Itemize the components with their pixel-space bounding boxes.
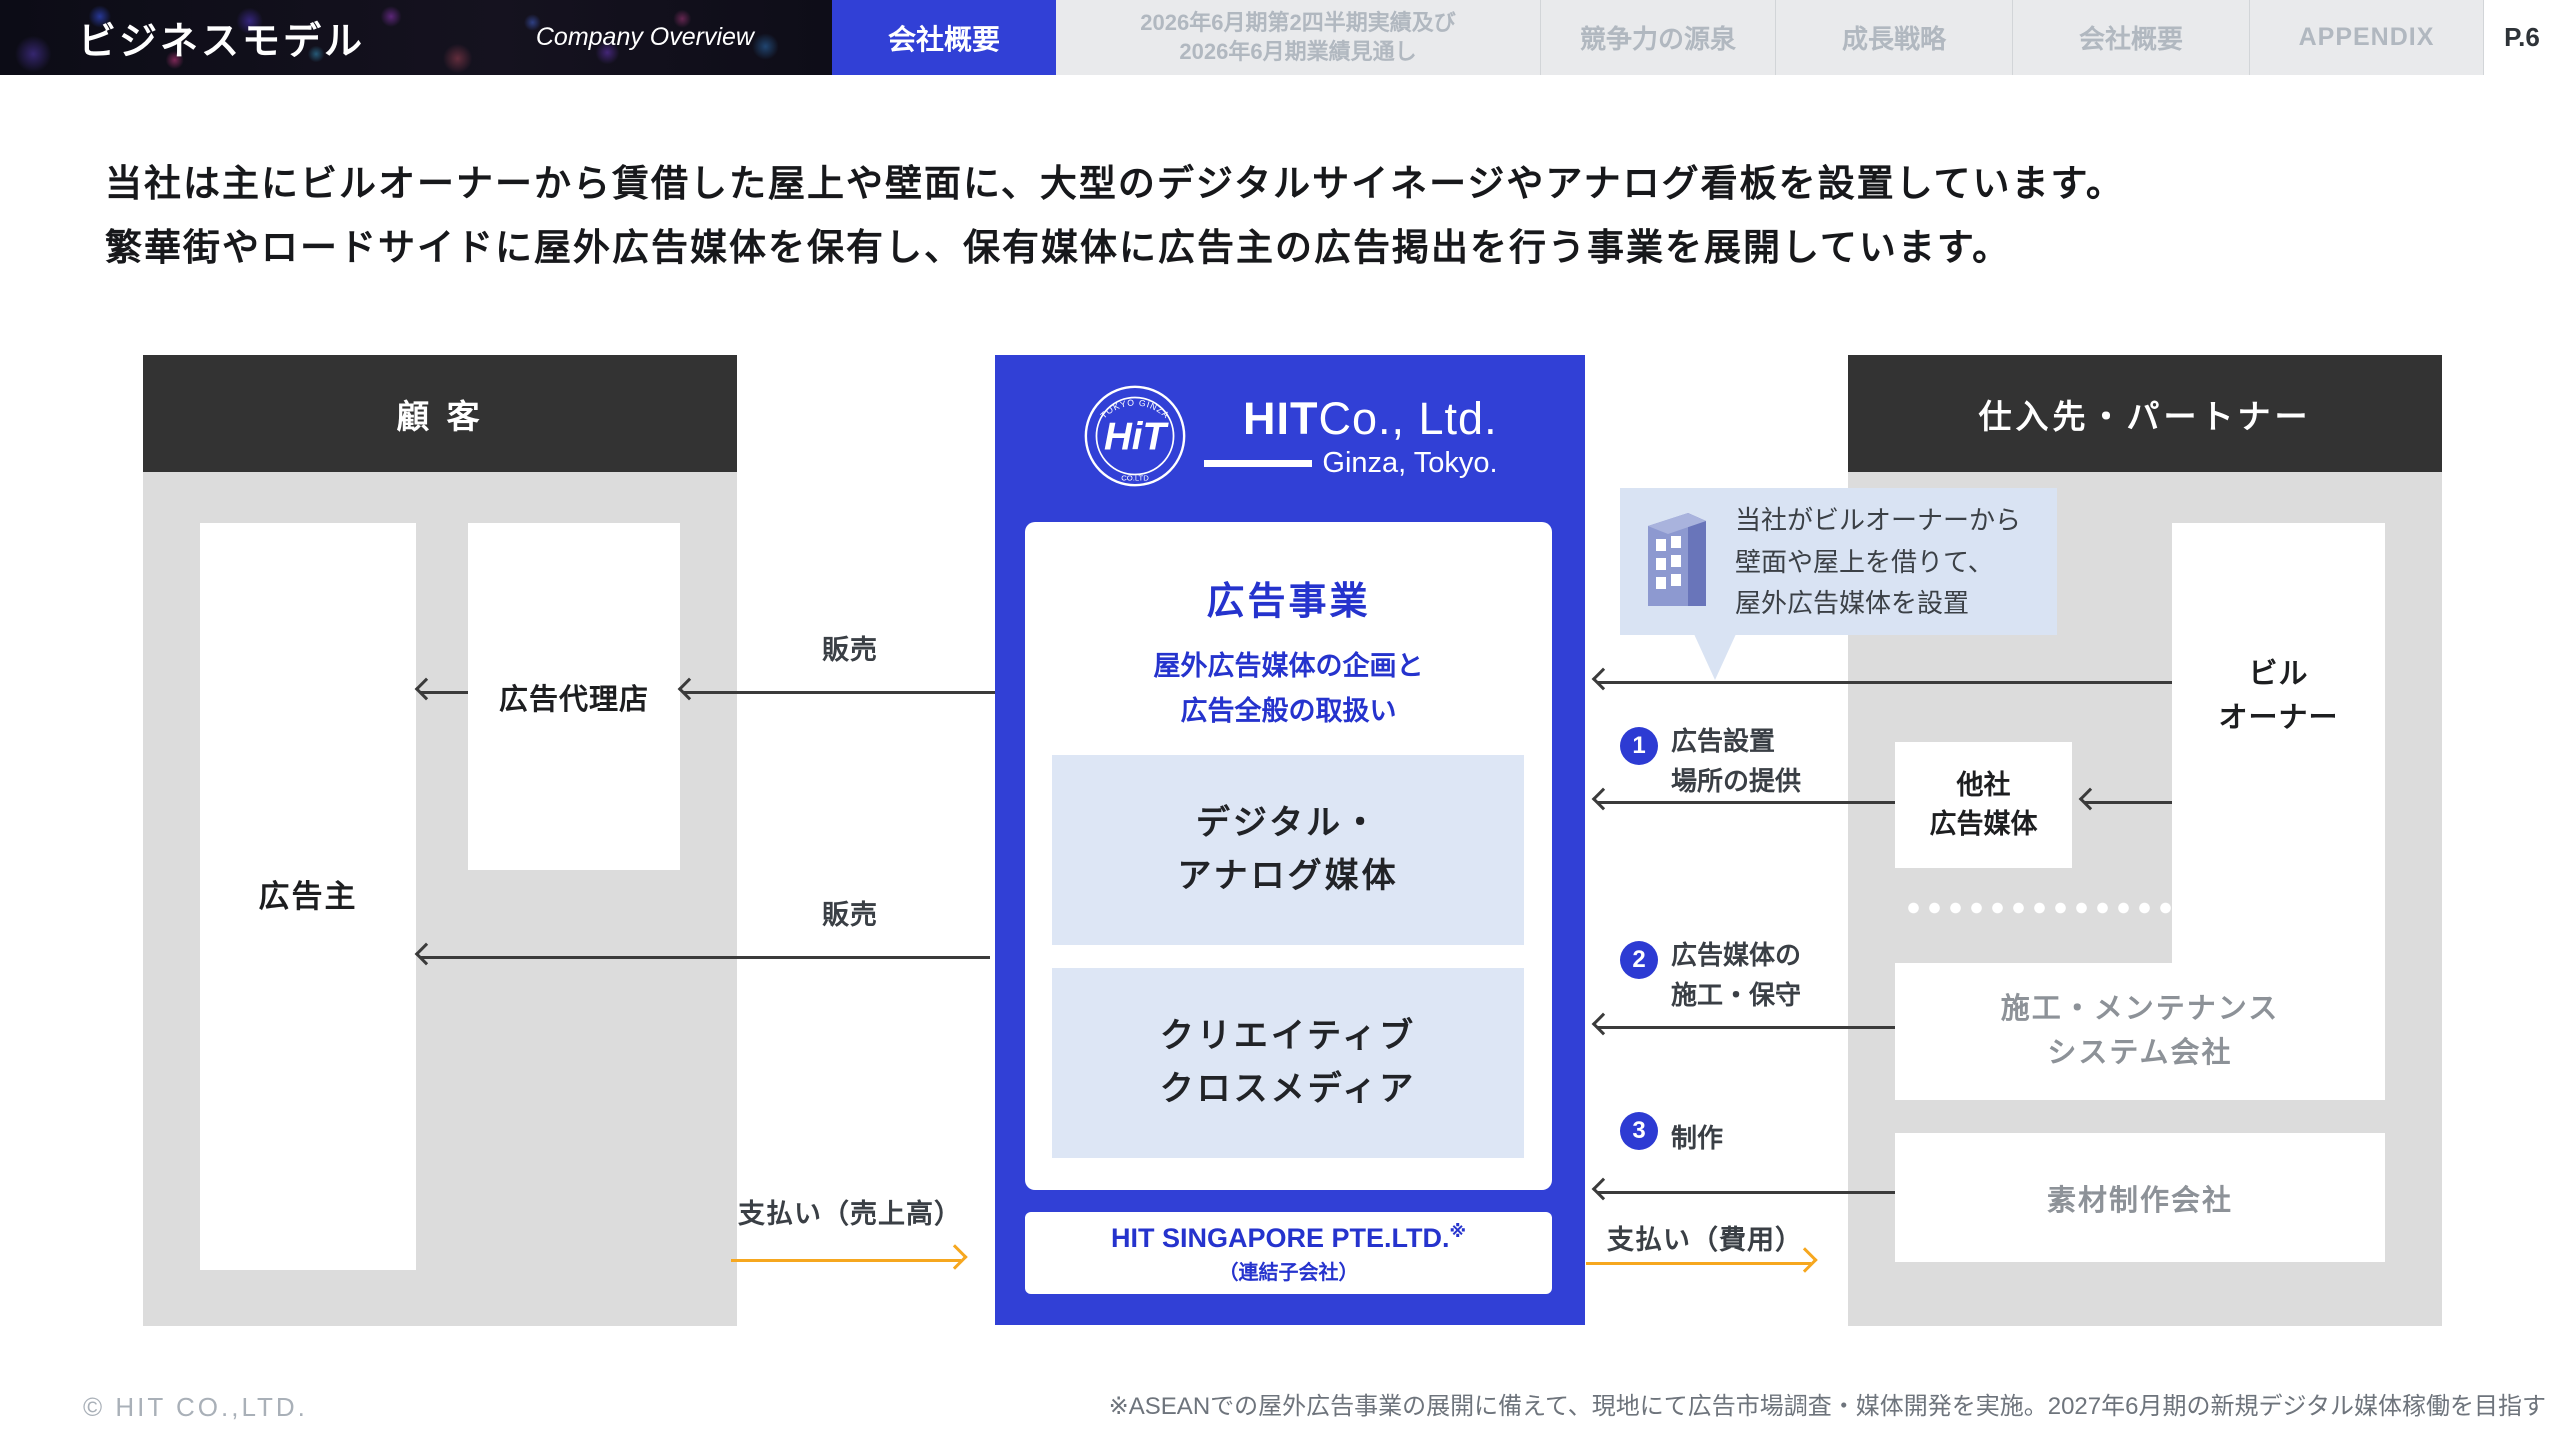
step-2-badge: 2	[1620, 941, 1658, 979]
arrow-othermedia-to-hit	[1591, 787, 1895, 811]
arrow-hit-to-advertiser	[414, 942, 990, 966]
other-media-box: 他社 広告媒体	[1895, 742, 2072, 868]
tab-fy2026-results[interactable]: 2026年6月期第2四半期実績及び 2026年6月期業績見通し	[1056, 0, 1541, 75]
intro-heading: 当社は主にビルオーナーから賃借した屋上や壁面に、大型のデジタルサイネージやアナロ…	[105, 152, 2125, 279]
payment-right-label: 支払い（費用）	[1607, 1225, 1803, 1255]
sales-upper-label: 販売	[822, 635, 878, 665]
advertiser-label: 広告主	[258, 879, 358, 914]
materials-production-box: 素材制作会社	[1895, 1133, 2385, 1262]
media-box1-line2: アナログ媒体	[1177, 857, 1399, 895]
ad-business-desc-line2: 広告全般の取扱い	[1180, 695, 1397, 726]
singapore-footnote-mark: ※	[1449, 1221, 1467, 1241]
step-2-label: 広告媒体の 施工・保守	[1671, 940, 1802, 1011]
tab-company-overview-active[interactable]: 会社概要	[832, 0, 1056, 75]
arrow-payment-to-hit	[731, 1244, 968, 1270]
advertiser-box: 広告主	[200, 523, 416, 1270]
tab-label-line2: 2026年6月期業績見通し	[1179, 38, 1417, 64]
logo-dash	[1204, 460, 1313, 468]
logo-city: Ginza, Tokyo.	[1322, 446, 1498, 479]
arrow-materials-to-hit	[1591, 1177, 1895, 1201]
ad-business-title: 広告事業	[1206, 581, 1371, 623]
hit-singapore-box: HIT SINGAPORE PTE.LTD.※ （連結子会社）	[1025, 1212, 1552, 1294]
callout-line1: 当社がビルオーナーから	[1735, 505, 2022, 535]
callout-line2: 壁面や屋上を借りて、	[1735, 546, 1994, 577]
media-box2-line2: クロスメディア	[1159, 1070, 1417, 1108]
singapore-note: （連結子会社）	[1218, 1261, 1359, 1284]
tab-company-profile[interactable]: 会社概要	[2013, 0, 2250, 75]
intro-line-1: 当社は主にビルオーナーから賃借した屋上や壁面に、大型のデジタルサイネージやアナロ…	[105, 163, 2125, 204]
copyright: © HIT CO.,LTD.	[83, 1392, 308, 1422]
step-1-badge: 1	[1620, 727, 1658, 765]
tab-appendix[interactable]: APPENDIX	[2250, 0, 2484, 75]
footnote: ※ASEANでの屋外広告事業の展開に備えて、現地にて広告市場調査・媒体開発を実施…	[1108, 1393, 2546, 1420]
building-owner-line2: オーナー	[2218, 701, 2339, 734]
ad-agency-box: 広告代理店	[468, 523, 680, 870]
construction-maintenance-box: 施工・メンテナンス システム会社	[1895, 963, 2385, 1100]
materials-label: 素材制作会社	[2046, 1184, 2233, 1217]
tab-label: 会社概要	[2078, 24, 2183, 54]
top-bar: ビジネスモデル Company Overview 会社概要 2026年6月期第2…	[0, 0, 2560, 75]
arrow-construction-to-hit	[1591, 1012, 1895, 1036]
hit-logo: TOKYO GINZA HiT CO.LTD HITCo., Ltd. Ginz…	[995, 383, 1585, 489]
page-subtitle: Company Overview	[535, 23, 754, 51]
singapore-name: HIT SINGAPORE PTE.LTD.	[1110, 1222, 1450, 1253]
callout-tail	[1694, 634, 1736, 680]
brand-area: ビジネスモデル Company Overview	[0, 0, 832, 75]
callout-text: 当社がビルオーナーから 壁面や屋上を借りて、 屋外広告媒体を設置	[1735, 500, 2021, 625]
step-3-label: 制作	[1671, 1123, 1724, 1153]
construction-line2: システム会社	[2047, 1036, 2233, 1069]
arrow-owner-to-othermedia	[2078, 787, 2172, 811]
payment-left-label: 支払い（売上高）	[738, 1199, 962, 1229]
arrow-agency-to-advertiser	[414, 677, 468, 701]
digital-analog-media-box: デジタル・ アナログ媒体	[1052, 755, 1524, 945]
arrow-payment-to-partners	[1586, 1247, 1818, 1273]
other-media-line2: 広告媒体	[1929, 809, 2038, 839]
tab-label-line1: 2026年6月期第2四半期実績及び	[1140, 9, 1456, 35]
logo-name-rest: Co., Ltd.	[1318, 392, 1498, 444]
tab-label: 成長戦略	[1841, 24, 1946, 54]
tab-label: 競争力の源泉	[1579, 24, 1736, 54]
tab-growth-strategy[interactable]: 成長戦略	[1776, 0, 2013, 75]
emblem-bottom-text: CO.LTD	[1122, 473, 1150, 482]
ad-business-desc: 屋外広告媒体の企画と 広告全般の取扱い	[1025, 644, 1552, 733]
other-media-line1: 他社	[1956, 769, 2011, 800]
tab-label: 会社概要	[887, 23, 1000, 55]
dotted-divider	[1903, 902, 2371, 914]
hit-logo-text: HITCo., Ltd. Ginza, Tokyo.	[1204, 392, 1498, 480]
partners-panel-header: 仕入先・パートナー	[1848, 355, 2442, 472]
creative-crossmedia-box: クリエイティブ クロスメディア	[1052, 968, 1524, 1158]
ad-agency-label: 広告代理店	[498, 683, 649, 716]
media-box1-line1: デジタル・	[1195, 804, 1381, 843]
callout-line3: 屋外広告媒体を設置	[1735, 588, 1970, 619]
arrow-owner-to-hit	[1591, 667, 2172, 691]
arrow-hit-to-agency	[677, 677, 995, 701]
media-box2-line1: クリエイティブ	[1159, 1017, 1417, 1056]
tab-label: APPENDIX	[2298, 23, 2435, 51]
step-1-label: 広告設置 場所の提供	[1671, 726, 1802, 797]
building-owner-line1: ビル	[2248, 658, 2309, 690]
hit-logo-emblem-icon: TOKYO GINZA HiT CO.LTD	[1085, 385, 1186, 487]
step-3-badge: 3	[1620, 1112, 1658, 1150]
page-number: P.6	[2484, 0, 2560, 75]
building-icon	[1648, 513, 1706, 606]
construction-line1: 施工・メンテナンス	[2000, 993, 2280, 1025]
tab-competitiveness[interactable]: 競争力の源泉	[1541, 0, 1776, 75]
page-title: ビジネスモデル	[78, 21, 366, 63]
logo-name-bold: HIT	[1242, 392, 1319, 444]
intro-line-2: 繁華街やロードサイドに屋外広告媒体を保有し、保有媒体に広告主の広告掲出を行う事業…	[105, 226, 2012, 268]
emblem-monogram: HiT	[1104, 415, 1170, 458]
customers-panel-header: 顧 客	[143, 355, 737, 472]
ad-business-desc-line1: 屋外広告媒体の企画と	[1153, 651, 1424, 681]
sales-lower-label: 販売	[822, 900, 878, 930]
